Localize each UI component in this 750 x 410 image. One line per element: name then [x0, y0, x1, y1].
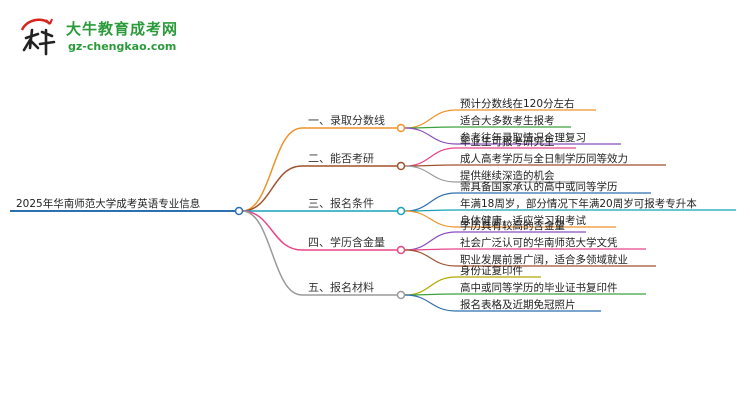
- logo-mark-icon: [20, 18, 56, 56]
- leaf-node-label: 年满18周岁，部分情况下年满20周岁可报考专升本: [460, 197, 697, 210]
- leaf-node-label: 毕业生可报考研究生: [460, 135, 555, 148]
- leaf-link: [404, 127, 457, 145]
- leaf-node-label: 社会广泛认可的华南师范大学文凭: [460, 236, 618, 249]
- leaf-node-label: 适合大多数考生报考: [460, 114, 555, 127]
- logo-title: 大牛教育成考网: [66, 20, 179, 38]
- logo-url: gz-chengkao.com: [68, 40, 177, 53]
- branch-node-circle[interactable]: [396, 245, 406, 255]
- leaf-link: [404, 231, 457, 251]
- site-logo[interactable]: 大牛教育成考网 gz-chengkao.com: [14, 16, 214, 60]
- leaf-link: [404, 294, 457, 312]
- branch-node-circle[interactable]: [396, 206, 406, 216]
- branch-link: [241, 127, 303, 212]
- branch-node-label: 一、录取分数线: [308, 113, 385, 127]
- leaf-link: [404, 210, 457, 228]
- branch-node-circle[interactable]: [396, 123, 406, 133]
- leaf-link: [404, 192, 457, 212]
- root-node-label: 2025年华南师范大学成考英语专业信息: [16, 197, 200, 210]
- leaf-node-label: 需具备国家承认的高中或同等学历: [460, 180, 618, 193]
- branch-node-label: 五、报名材料: [308, 280, 374, 294]
- leaf-node-label: 高中或同等学历的毕业证书复印件: [460, 281, 618, 294]
- branch-node-circle[interactable]: [396, 161, 406, 171]
- branch-link: [241, 210, 303, 251]
- branch-link: [241, 210, 303, 296]
- leaf-node-label: 学历具有较高的含金量: [460, 219, 565, 232]
- leaf-link: [404, 165, 457, 183]
- leaf-link: [404, 109, 457, 129]
- leaf-link: [404, 249, 457, 267]
- branch-node-label: 四、学历含金量: [308, 235, 385, 249]
- mind-map-nodes: 2025年华南师范大学成考英语专业信息 一、录取分数线 预计分数线在120分左右适合…: [10, 97, 736, 312]
- leaf-node-label: 职业发展前景广阔，适合多领域就业: [460, 253, 628, 266]
- leaf-link: [404, 276, 457, 296]
- mind-map-links: [241, 109, 457, 312]
- leaf-link: [404, 147, 457, 167]
- leaf-node-label: 预计分数线在120分左右: [460, 97, 575, 110]
- leaf-node-label: 成人高考学历与全日制学历同等效力: [460, 152, 628, 165]
- branch-node-circle[interactable]: [396, 290, 406, 300]
- leaf-node-label: 身体健康，适应学习和考试: [460, 214, 586, 227]
- leaf-node-label: 身份证复印件: [460, 264, 523, 277]
- leaf-node-label: 参考往年录取情况合理复习: [460, 131, 586, 144]
- branch-link: [241, 165, 303, 212]
- leaf-node-label: 提供继续深造的机会: [460, 169, 555, 182]
- leaf-node-label: 报名表格及近期免冠照片: [460, 298, 576, 311]
- root-node-circle[interactable]: [234, 206, 244, 216]
- branch-node-label: 二、能否考研: [308, 151, 374, 165]
- branch-node-label: 三、报名条件: [308, 196, 374, 210]
